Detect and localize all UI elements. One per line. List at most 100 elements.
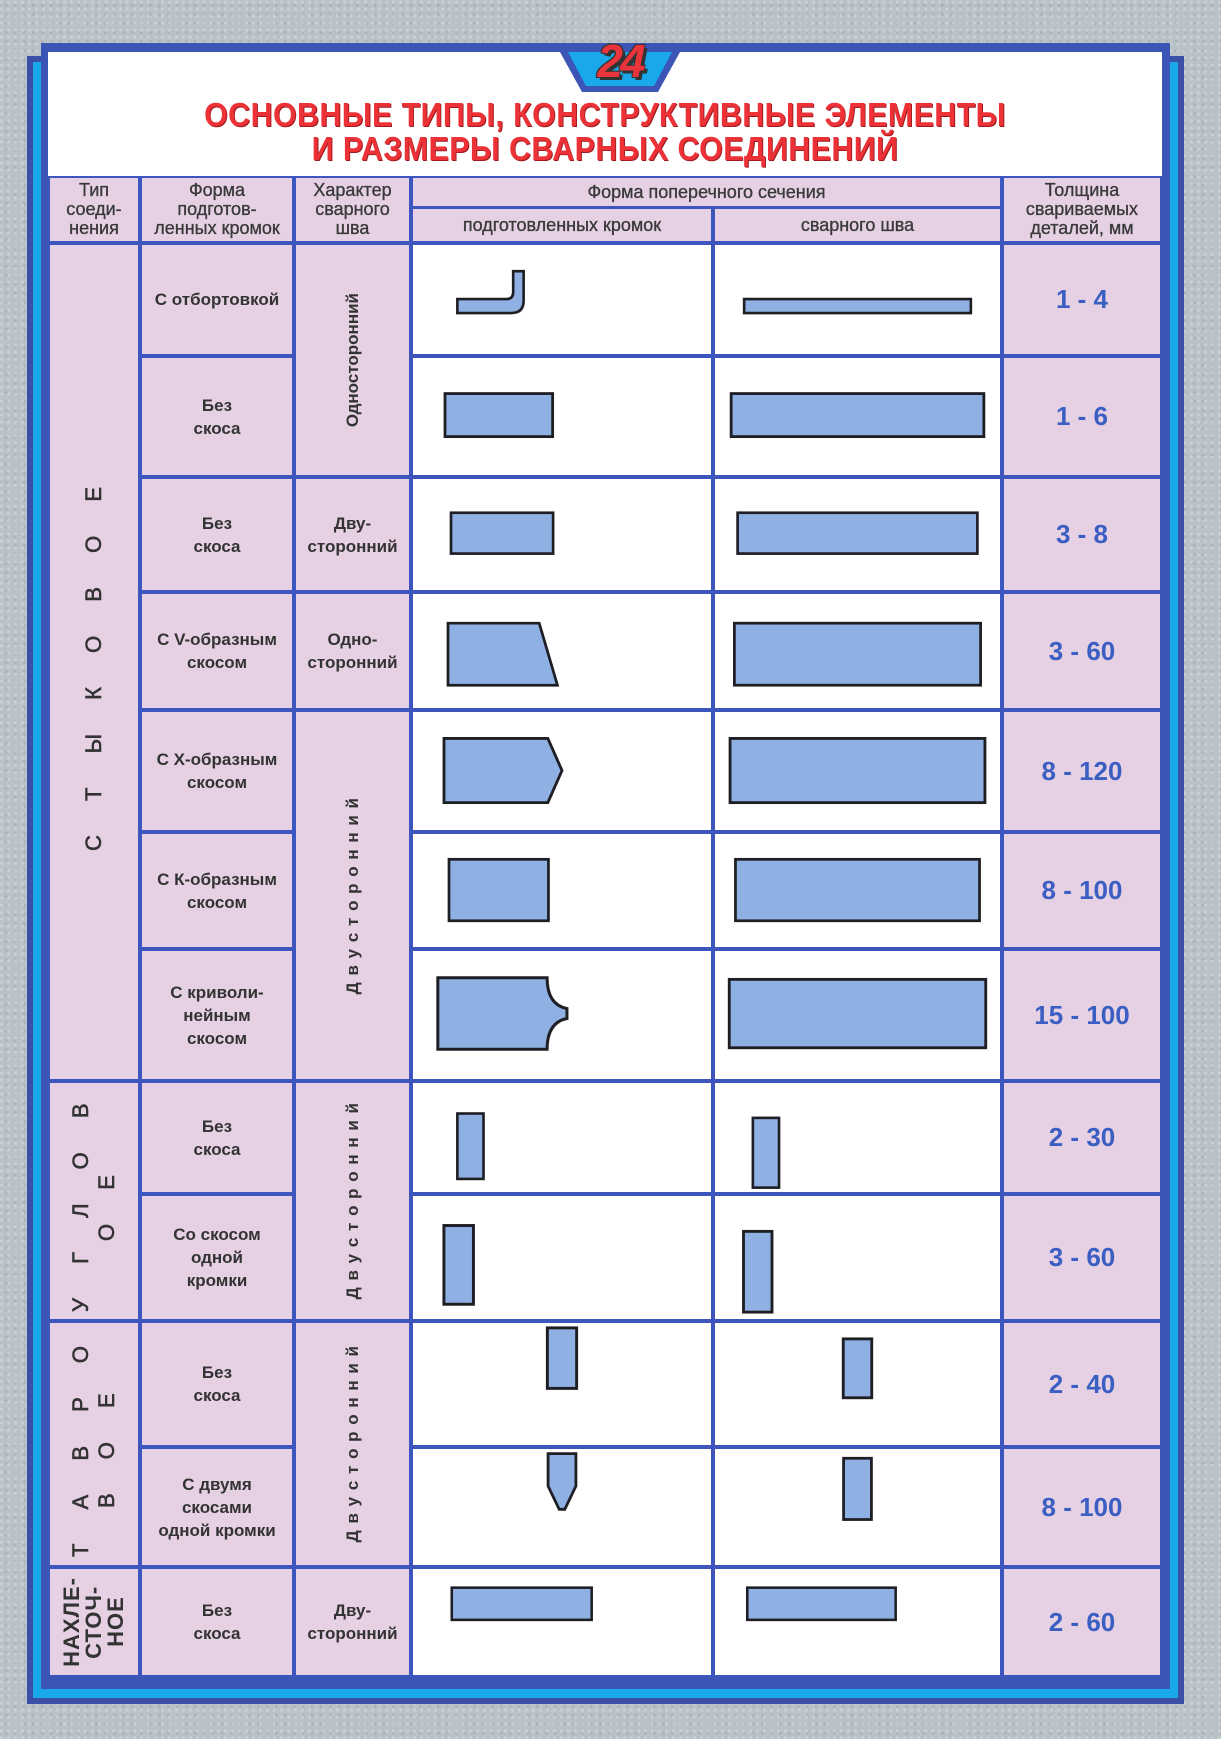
weld-seam-x-bevel (715, 712, 1000, 830)
prepared-edges-diagram (446, 621, 560, 687)
header-weld-character: Характер сварного шва (296, 178, 409, 241)
prepared-edges-diagram (546, 1452, 578, 1511)
weld-seam-no-bevel-two-sided (715, 479, 1000, 590)
weld-seam-diagram (728, 737, 987, 805)
weld-seam-diagram (842, 1456, 873, 1521)
weld-seam-v-bevel (715, 594, 1000, 708)
prepared-edges-diagram (443, 392, 555, 439)
thickness-curvilinear-bevel: 15 - 100 (1004, 951, 1160, 1079)
edge-form-corner-no-bevel: Без скоса (142, 1083, 292, 1192)
character-one-sided: Одно- сторонний (296, 594, 409, 708)
edge-form-flanged: С отбортовкой (142, 245, 292, 354)
weld-seam-corner-single-bevel (715, 1196, 1000, 1319)
edge-form-curvilinear-bevel: С криволи- нейным скосом (142, 951, 292, 1079)
poster-title-line-1: ОСНОВНЫЕ ТИПЫ, КОНСТРУКТИВНЫЕ ЭЛЕМЕНТЫ (204, 96, 1006, 133)
prepared-edges-diagram (450, 1586, 593, 1622)
thickness-flanged: 1 - 4 (1004, 245, 1160, 354)
joint-type-butt: С Т Ы К О В О Е (50, 245, 138, 1079)
prepared-edges-diagram (545, 1326, 579, 1390)
joint-type-lap: НАХЛЕ- СТОЧ- НОЕ (50, 1569, 138, 1675)
thickness-lap-no-bevel: 2 - 60 (1004, 1569, 1160, 1675)
header-weld-seam: сварного шва (715, 209, 1000, 241)
prepared-edges-v-bevel (413, 594, 711, 708)
prepared-edges-no-bevel-two-sided (413, 479, 711, 590)
prepared-edges-diagram (436, 976, 569, 1051)
thickness-tee-no-bevel: 2 - 40 (1004, 1323, 1160, 1445)
joint-type-label: У Г Л О В О Е (68, 1089, 120, 1313)
edge-form-x-bevel: С Х-образным скосом (142, 712, 292, 830)
weld-seam-diagram (742, 297, 973, 315)
weld-seam-tee-double-bevel (715, 1449, 1000, 1565)
prepared-edges-corner-single-bevel (413, 1196, 711, 1319)
weld-seam-diagram (745, 1586, 897, 1622)
weld-seam-diagram (729, 392, 986, 439)
weld-seam-flanged (715, 245, 1000, 354)
weld-seam-diagram (727, 977, 988, 1050)
prepared-edges-diagram (447, 857, 550, 923)
prepared-edges-lap-no-bevel (413, 1569, 711, 1675)
character-label: Д в у с т о р о н н и й (343, 1345, 362, 1543)
thickness-k-bevel: 8 - 100 (1004, 834, 1160, 947)
weld-seam-no-bevel-one-sided (715, 358, 1000, 475)
poster-number-badge: 24 (597, 35, 645, 87)
weld-seam-diagram (751, 1116, 781, 1189)
joint-type-corner: У Г Л О В О Е (50, 1083, 138, 1319)
joint-type-label: Т А В Р О В О Е (68, 1331, 120, 1557)
thickness-x-bevel: 8 - 120 (1004, 712, 1160, 830)
edge-form-tee-double-bevel: С двумя скосами одной кромки (142, 1449, 292, 1565)
poster-title-line-2: И РАЗМЕРЫ СВАРНЫХ СОЕДИНЕНИЙ (311, 130, 899, 167)
character-two-sided: Дву- сторонний (296, 479, 409, 590)
weld-seam-lap-no-bevel (715, 1569, 1000, 1675)
prepared-edges-tee-no-bevel (413, 1323, 711, 1445)
thickness-no-bevel-two-sided: 3 - 8 (1004, 479, 1160, 590)
thickness-corner-no-bevel: 2 - 30 (1004, 1083, 1160, 1192)
header-edge-form: Форма подготов- ленных кромок (142, 178, 292, 241)
prepared-edges-tee-double-bevel (413, 1449, 711, 1565)
weld-seam-diagram (736, 511, 979, 555)
weld-seam-diagram (733, 621, 982, 687)
prepared-edges-flanged (413, 245, 711, 354)
character-label: Односторонний (343, 292, 362, 428)
edge-form-k-bevel: С К-образным скосом (142, 834, 292, 947)
prepared-edges-k-bevel (413, 834, 711, 947)
joint-type-label: С Т Ы К О В О Е (81, 473, 107, 852)
joint-type-tee: Т А В Р О В О Е (50, 1323, 138, 1565)
prepared-edges-diagram (442, 1224, 475, 1306)
prepared-edges-no-bevel-one-sided (413, 358, 711, 475)
character-label: Д в у с т о р о н н и й (343, 1102, 362, 1300)
thickness-tee-double-bevel: 8 - 100 (1004, 1449, 1160, 1565)
joint-type-label: НАХЛЕ- СТОЧ- НОЕ (59, 1577, 128, 1667)
weld-seam-k-bevel (715, 834, 1000, 947)
prepared-edges-curvilinear-bevel (413, 951, 711, 1079)
thickness-v-bevel: 3 - 60 (1004, 594, 1160, 708)
thickness-no-bevel-one-sided: 1 - 6 (1004, 358, 1160, 475)
edge-form-lap-no-bevel: Без скоса (142, 1569, 292, 1675)
header-thickness: Толщина свариваемых деталей, мм (1004, 178, 1160, 241)
header-joint-type: Тип соеди- нения (50, 178, 138, 241)
header-cross-section: Форма поперечного сечения (413, 178, 1000, 206)
edge-form-tee-no-bevel: Без скоса (142, 1323, 292, 1445)
weld-seam-diagram (734, 857, 981, 923)
edge-form-v-bevel: С V-образным скосом (142, 594, 292, 708)
character-two-sided: Д в у с т о р о н н и й (296, 1323, 409, 1565)
character-two-sided: Дву- сторонний (296, 1569, 409, 1675)
weld-seam-diagram (841, 1337, 874, 1400)
prepared-edges-corner-no-bevel (413, 1083, 711, 1192)
character-two-sided: Д в у с т о р о н н и й (296, 1083, 409, 1319)
character-one-sided: Односторонний (296, 245, 409, 475)
prepared-edges-diagram (456, 269, 525, 315)
header-prepared-edges: подготовленных кромок (413, 209, 711, 241)
prepared-edges-diagram (456, 1112, 485, 1181)
character-two-sided: Д в у с т о р о н н и й (296, 712, 409, 1079)
prepared-edges-diagram (442, 737, 564, 805)
weld-seam-corner-no-bevel (715, 1083, 1000, 1192)
prepared-edges-x-bevel (413, 712, 711, 830)
thickness-corner-single-bevel: 3 - 60 (1004, 1196, 1160, 1319)
edge-form-no-bevel-two-sided: Без скоса (142, 479, 292, 590)
edge-form-corner-single-bevel: Со скосом одной кромки (142, 1196, 292, 1319)
character-label: Д в у с т о р о н н и й (343, 796, 362, 995)
weld-seam-diagram (742, 1229, 774, 1314)
badge-notch (560, 52, 680, 92)
prepared-edges-diagram (449, 511, 555, 555)
weld-seam-curvilinear-bevel (715, 951, 1000, 1079)
